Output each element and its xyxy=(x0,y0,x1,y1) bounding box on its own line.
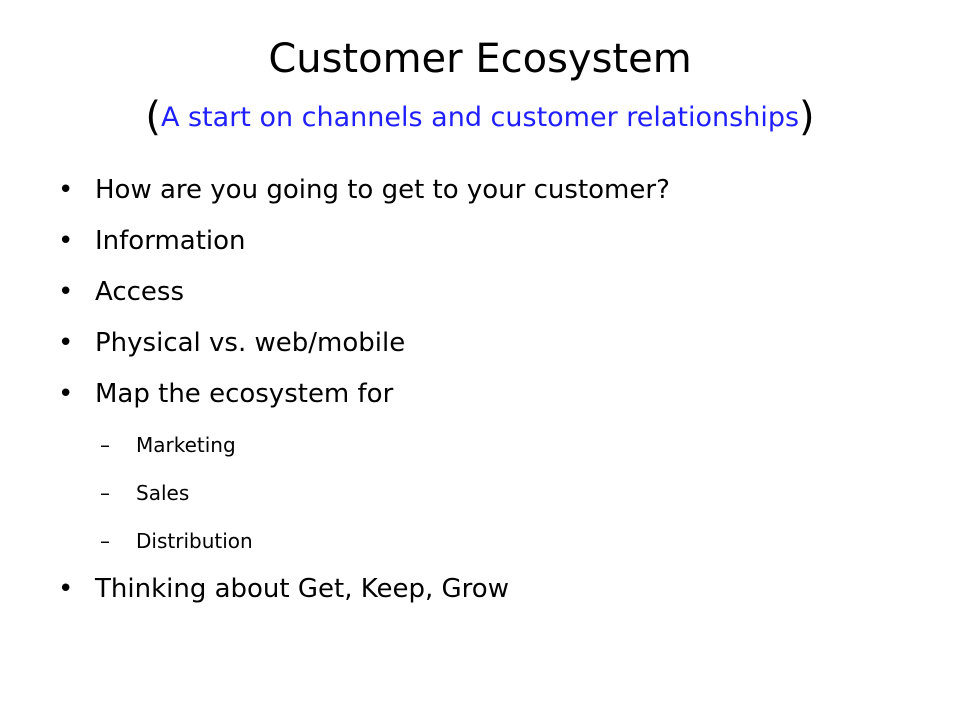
bullet-list: • How are you going to get to your custo… xyxy=(58,170,918,620)
bullet-item: • Access xyxy=(58,272,918,323)
bullet-marker: • xyxy=(58,379,74,409)
title-main: Customer Ecosystem xyxy=(268,36,692,82)
subtitle-text: A start on channels and customer relatio… xyxy=(160,102,800,133)
sub-bullet-text: Sales xyxy=(136,481,190,505)
sub-bullet-item: – Distribution xyxy=(58,521,918,569)
slide-title: Customer Ecosystem (A start on channels … xyxy=(30,30,930,147)
bullet-item: • Thinking about Get, Keep, Grow xyxy=(58,569,918,620)
bullet-text: Access xyxy=(95,277,185,307)
bullet-text: Map the ecosystem for xyxy=(95,379,394,409)
sub-bullet-text: Distribution xyxy=(136,529,253,553)
subtitle-open-paren: ( xyxy=(145,94,161,140)
bullet-item: • How are you going to get to your custo… xyxy=(58,170,918,221)
sub-bullet-item: – Sales xyxy=(58,473,918,521)
sub-bullet-marker: – xyxy=(100,481,110,505)
sub-bullet-marker: – xyxy=(100,529,110,553)
bullet-marker: • xyxy=(58,574,74,604)
bullet-text: Physical vs. web/mobile xyxy=(95,328,406,358)
subtitle-close-paren: ) xyxy=(799,94,815,140)
bullet-text: How are you going to get to your custome… xyxy=(95,175,670,205)
bullet-text: Information xyxy=(95,226,246,256)
bullet-marker: • xyxy=(58,328,74,358)
sub-bullet-text: Marketing xyxy=(136,433,236,457)
bullet-text: Thinking about Get, Keep, Grow xyxy=(95,574,509,604)
bullet-item: • Map the ecosystem for xyxy=(58,374,918,425)
bullet-item: • Information xyxy=(58,221,918,272)
sub-bullet-item: – Marketing xyxy=(58,425,918,473)
sub-bullet-marker: – xyxy=(100,433,110,457)
bullet-marker: • xyxy=(58,226,74,256)
subtitle-line: (A start on channels and customer relati… xyxy=(30,88,930,147)
bullet-marker: • xyxy=(58,175,74,205)
bullet-marker: • xyxy=(58,277,74,307)
bullet-item: • Physical vs. web/mobile xyxy=(58,323,918,374)
